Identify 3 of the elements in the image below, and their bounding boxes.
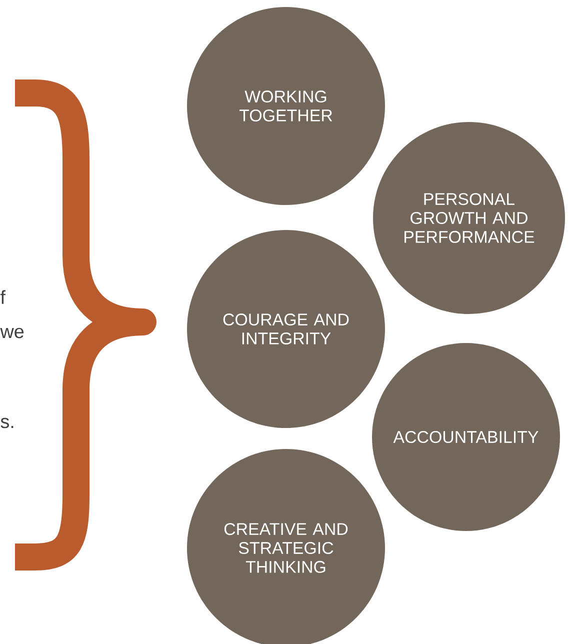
text-fragment: s. (0, 418, 14, 428)
text-fragment: we (0, 328, 24, 338)
text-fragment: f (0, 290, 6, 304)
